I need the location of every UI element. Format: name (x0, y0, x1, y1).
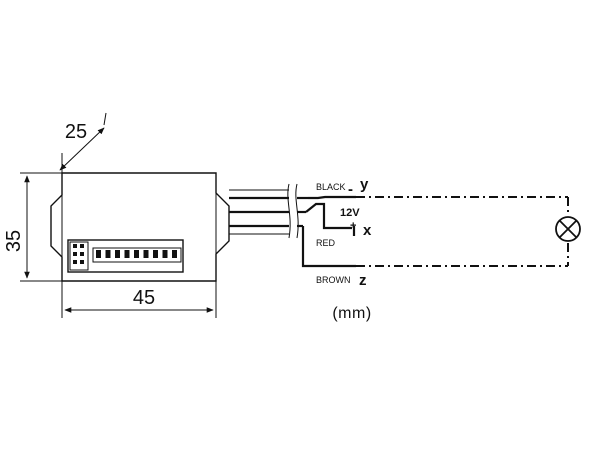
unit-label: (mm) (332, 305, 371, 322)
dip-lever (134, 250, 139, 258)
brown-wire: BROWN z (301, 226, 367, 289)
lamp-icon (555, 216, 581, 242)
cable (229, 183, 308, 239)
dip-lever (105, 250, 111, 258)
depth-dimension: 25 (59, 112, 107, 173)
minus-sign: - (348, 181, 353, 198)
sensor-module (50, 172, 230, 282)
height-value: 35 (3, 230, 25, 252)
red-label: RED (316, 238, 336, 248)
dip-lever (172, 250, 177, 258)
dip-lever (162, 250, 168, 258)
black-wire: BLACK y - (308, 176, 369, 200)
dip-lever (115, 250, 120, 258)
black-label: BLACK (316, 182, 346, 192)
dip-lever (153, 250, 158, 258)
dip-lever (96, 250, 101, 258)
width-value: 45 (133, 287, 155, 309)
load-circuit (356, 196, 569, 267)
dip-lever (143, 250, 149, 258)
voltage-label: 12V (340, 207, 360, 219)
terminal-x: x (363, 222, 372, 239)
brown-label: BROWN (316, 275, 351, 285)
terminal-z: z (359, 272, 367, 289)
red-wire: RED (305, 202, 352, 248)
height-dimension: 35 (3, 172, 62, 282)
depth-value: 25 (65, 121, 87, 143)
supply-terminal: 12V + x (340, 207, 372, 239)
dip-lever (124, 250, 130, 258)
terminal-y: y (360, 176, 369, 193)
dip-switch-icon (67, 239, 184, 273)
width-dimension: 45 (61, 281, 217, 318)
